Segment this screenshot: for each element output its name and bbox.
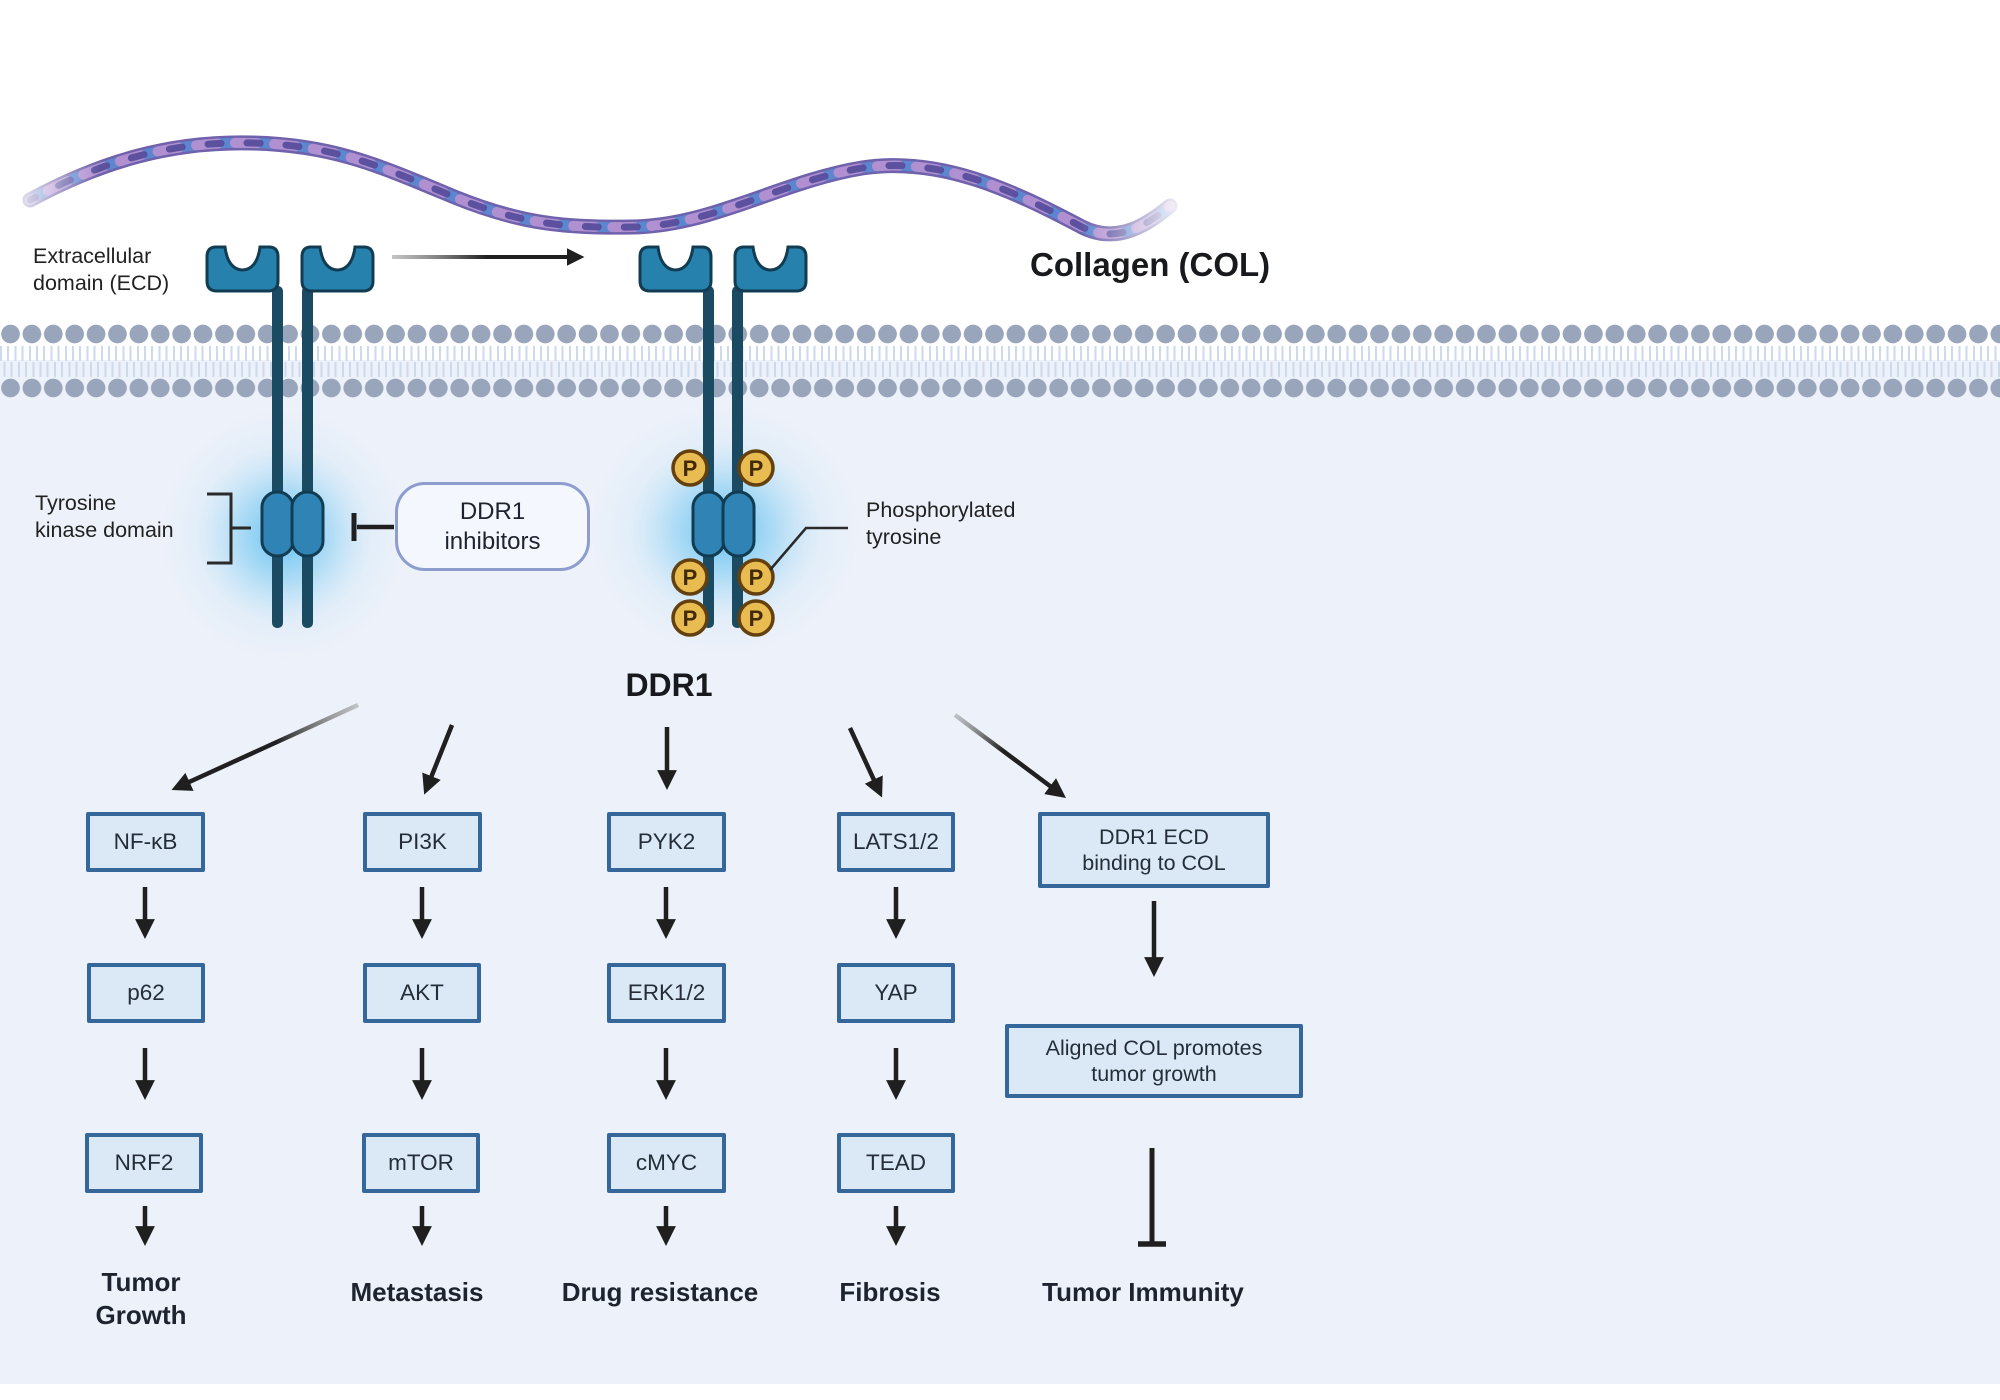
arrow-to-ecd-binding <box>953 713 1066 798</box>
node-lats12: LATS1/2 <box>837 812 955 872</box>
node-pyk2: PYK2 <box>607 812 726 872</box>
collagen-fiber <box>0 128 1192 244</box>
node-nrf2: NRF2 <box>85 1133 203 1193</box>
outcome-metastasis: Metastasis <box>350 1277 484 1307</box>
outcome-tumor-immunity: Tumor Immunity <box>1042 1277 1244 1307</box>
ecd-lobe <box>205 245 280 293</box>
node-akt: AKT <box>363 963 481 1023</box>
phosphate-group: P <box>671 599 709 637</box>
node-erk12: ERK1/2 <box>607 963 726 1023</box>
membrane-outer-leaflet <box>0 323 2000 345</box>
inhibition-tbar-left <box>351 513 394 541</box>
phosphate-p: P <box>683 565 698 590</box>
phosphate-group: P <box>737 599 775 637</box>
arrow-to-nfkb <box>171 702 359 791</box>
phosphorylated-tyrosine-label: Phosphorylated tyrosine <box>866 498 1016 549</box>
tyrosine-kinase-label: Tyrosine kinase domain <box>35 491 174 542</box>
ddr1-receptor-active: P P P P P P <box>638 245 808 637</box>
node-pi3k: PI3K <box>363 812 482 872</box>
ddr1-receptor-inactive <box>205 245 375 628</box>
membrane-inner-leaflet <box>0 377 2000 399</box>
collagen-label: Collagen (COL) <box>1030 246 1271 283</box>
phosphate-group: P <box>737 449 775 487</box>
phosphate-p: P <box>683 456 698 481</box>
receptor-stalk <box>272 286 283 628</box>
phosphate-group: P <box>737 558 775 596</box>
node-tead: TEAD <box>837 1133 955 1193</box>
node-yap: YAP <box>837 963 955 1023</box>
outcome-drug-resistance: Drug resistance <box>561 1277 759 1307</box>
arrow-to-lats <box>847 727 883 798</box>
phosphate-group: P <box>671 558 709 596</box>
extracellular-domain-label: Extracellular domain (ECD) <box>33 244 170 295</box>
kinase-domain-bracket <box>207 492 251 565</box>
arrow-to-pi3k <box>422 724 455 795</box>
inhibition-tbar-tumor-immunity <box>1138 1148 1166 1247</box>
fanout-arrows <box>171 702 1066 798</box>
outcome-fibrosis: Fibrosis <box>839 1277 941 1307</box>
ecd-lobe <box>733 245 808 293</box>
phosphate-group: P <box>671 449 709 487</box>
node-aligned-col: Aligned COL promotes tumor growth <box>1005 1024 1303 1098</box>
kinase-domain <box>290 490 325 558</box>
phosphate-p: P <box>749 606 764 631</box>
kinase-domain <box>721 490 756 558</box>
node-nfkb: NF-κB <box>86 812 205 872</box>
kinase-domain <box>691 490 726 558</box>
phospho-pointer-line <box>769 526 848 571</box>
ddr1-label: DDR1 <box>625 667 713 703</box>
ecd-lobe <box>300 245 375 293</box>
membrane-tails-lower <box>0 362 2000 377</box>
node-cmyc: cMYC <box>607 1133 726 1193</box>
kinase-domain <box>260 490 295 558</box>
membrane-tails-upper <box>0 346 2000 361</box>
ecd-lobe <box>638 245 713 293</box>
cascade-arrows <box>135 887 1164 1246</box>
phosphate-p: P <box>749 456 764 481</box>
node-mtor: mTOR <box>362 1133 480 1193</box>
node-p62: p62 <box>87 963 205 1023</box>
phosphate-p: P <box>749 565 764 590</box>
node-ecd-binding: DDR1 ECD binding to COL <box>1038 812 1270 888</box>
ddr1-inhibitors-pill: DDR1 inhibitors <box>395 482 590 571</box>
outcome-tumor-growth: Tumor Growth <box>95 1267 187 1330</box>
receptor-stalk <box>302 286 313 628</box>
phosphate-p: P <box>683 606 698 631</box>
